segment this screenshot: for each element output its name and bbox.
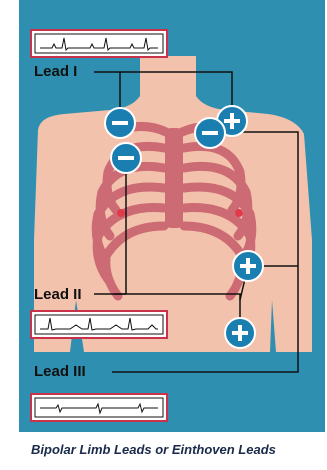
electrode-lead2-negative xyxy=(111,143,141,173)
electrode-lead3-positive xyxy=(233,251,263,281)
neck xyxy=(140,56,196,100)
right-nipple xyxy=(235,209,243,217)
ecg-strip-lead-1 xyxy=(31,30,167,57)
figure-caption: Bipolar Limb Leads or Einthoven Leads xyxy=(31,442,276,457)
electrode-lead1-negative xyxy=(105,108,135,138)
lead-3-label: Lead III xyxy=(34,363,86,380)
electrode-lead2-positive xyxy=(225,318,255,348)
lead-1-label: Lead I xyxy=(34,63,77,80)
ecg-strip-lead-3 xyxy=(31,394,167,421)
electrode-lead3-negative xyxy=(195,118,225,148)
ecg-strip-lead-2 xyxy=(31,311,167,338)
left-nipple xyxy=(117,209,125,217)
lead-2-label: Lead II xyxy=(34,286,82,303)
